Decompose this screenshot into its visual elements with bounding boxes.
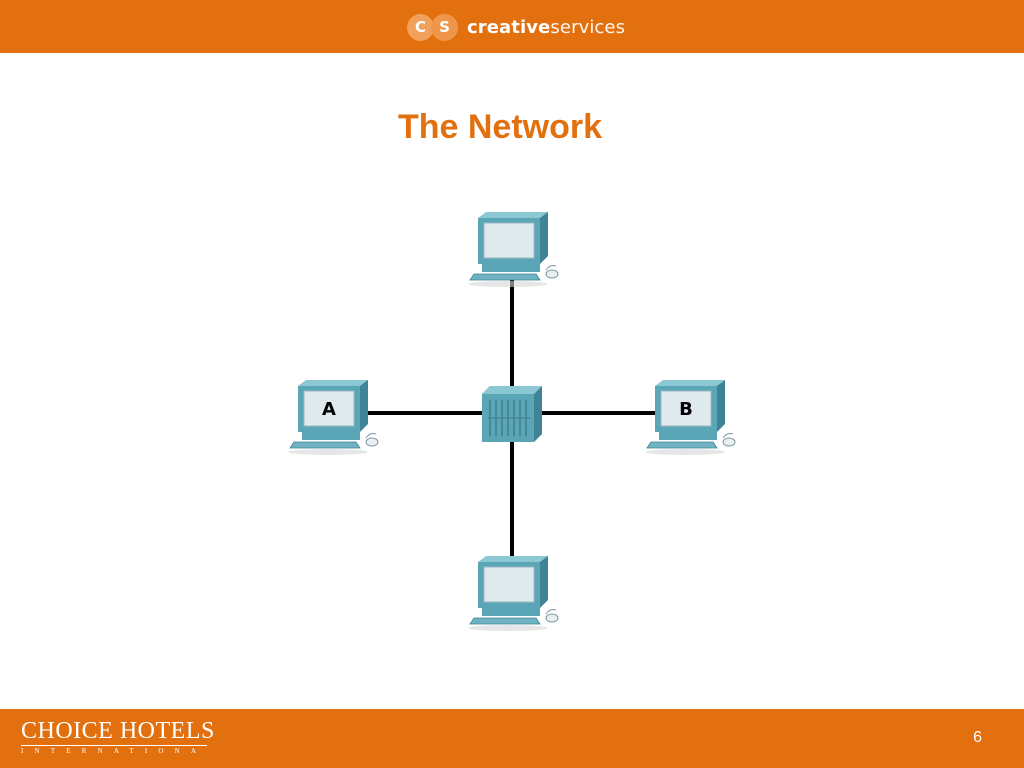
creative-services-logo: C S creativeservices	[407, 12, 625, 42]
computer-right-label: B	[679, 399, 693, 420]
logo-letter-c: C	[407, 13, 434, 41]
choice-hotels-logo: CHOICE HOTELS INTERNATIONAL	[21, 718, 215, 755]
logo-wordmark: creativeservices	[467, 17, 625, 38]
bottom-bar	[0, 709, 1024, 768]
cs-logo-mark: C S	[407, 13, 458, 41]
slide-title: The Network	[397, 108, 603, 146]
logo-word-creative: creative	[467, 16, 551, 38]
logo-word-services: services	[550, 16, 626, 38]
brand-main-text: CHOICE HOTELS	[21, 718, 215, 744]
computer-top	[467, 211, 559, 288]
page-number: 6	[973, 729, 982, 746]
top-bar	[0, 0, 1024, 53]
computer-bottom	[467, 555, 559, 632]
computer-left-label: A	[322, 399, 336, 420]
hub-device	[482, 386, 542, 442]
computer-right: B	[644, 379, 736, 456]
brand-sub-text: INTERNATIONAL	[21, 745, 207, 755]
logo-letter-s: S	[431, 13, 458, 41]
computer-left: A	[287, 379, 379, 456]
